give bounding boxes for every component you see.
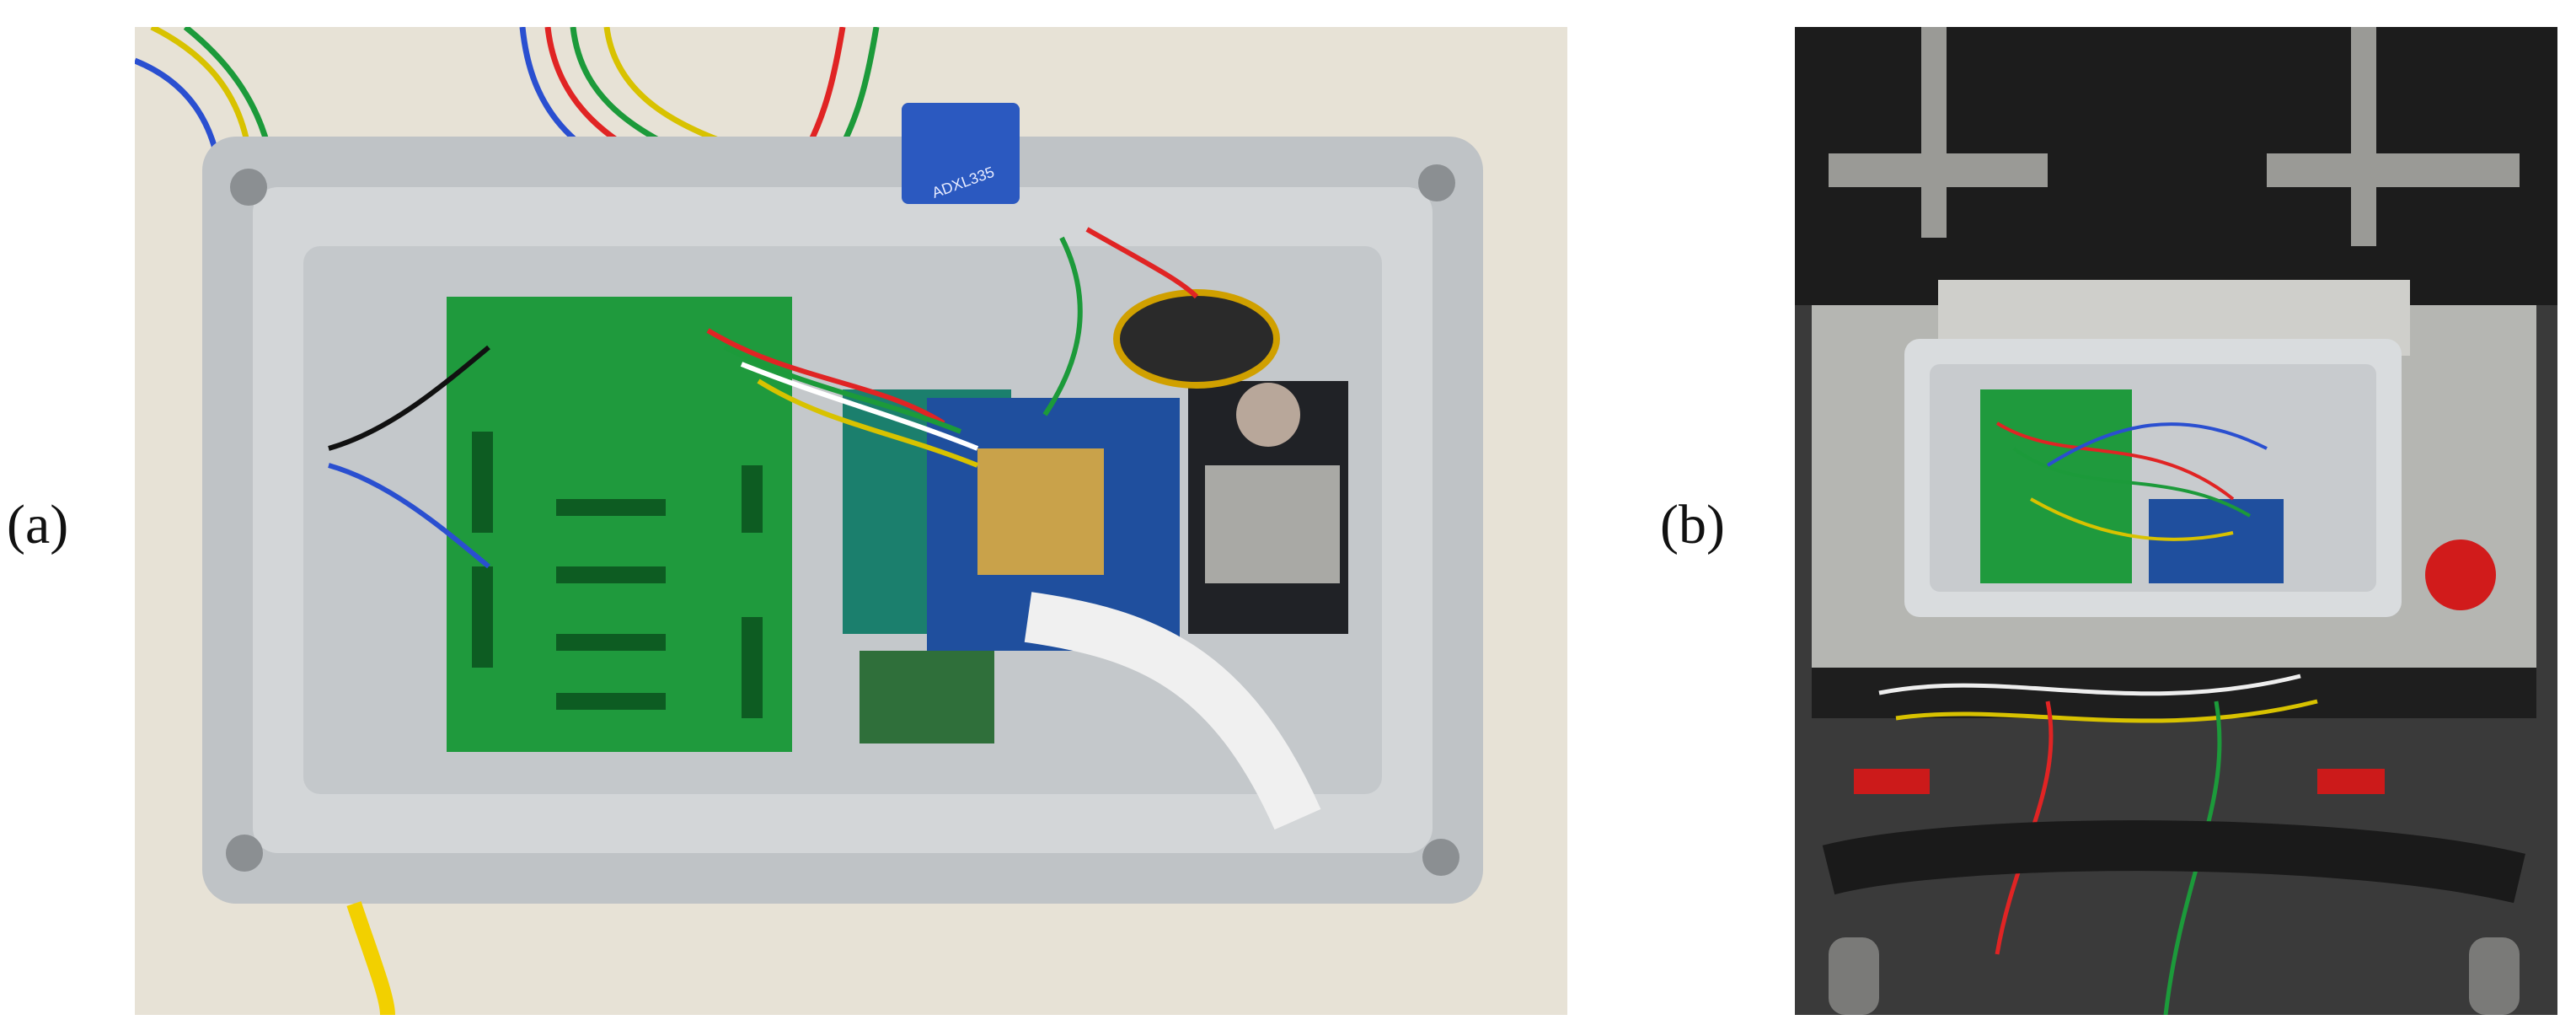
ribbon-cable — [1024, 592, 1321, 830]
mounted-wires — [1995, 421, 2268, 541]
green-pcb — [447, 297, 792, 752]
yellow-cable — [346, 901, 395, 1015]
caster-wheels — [1829, 937, 2520, 1015]
accelerometer-board — [902, 103, 1020, 204]
panel-label-a: (a) — [7, 494, 69, 556]
wheelchair-photo-illustration — [1795, 27, 2557, 1015]
metal-brackets — [1829, 27, 2520, 246]
red-knob — [2425, 539, 2496, 610]
speaker — [1113, 289, 1280, 389]
wires-inside — [328, 227, 1199, 569]
proto-grid — [977, 448, 1104, 575]
coin-cell — [1236, 383, 1300, 447]
bluetooth-module — [860, 651, 994, 743]
red-reflectors — [1854, 769, 2385, 794]
mounted-green-pcb — [1980, 389, 2132, 583]
sd-slot — [1205, 465, 1340, 583]
pcb-headers — [472, 432, 763, 718]
enclosure-photo-illustration: ADXL335 — [135, 27, 1567, 1015]
lower-crossbar — [1822, 820, 2525, 904]
mounted-arduino — [2149, 499, 2284, 583]
panel-label-b: (b) — [1660, 494, 1725, 556]
corner-screws — [226, 164, 1459, 876]
photo-panel-b — [1795, 27, 2557, 1015]
photo-panel-a: ADXL335 — [135, 27, 1567, 1015]
